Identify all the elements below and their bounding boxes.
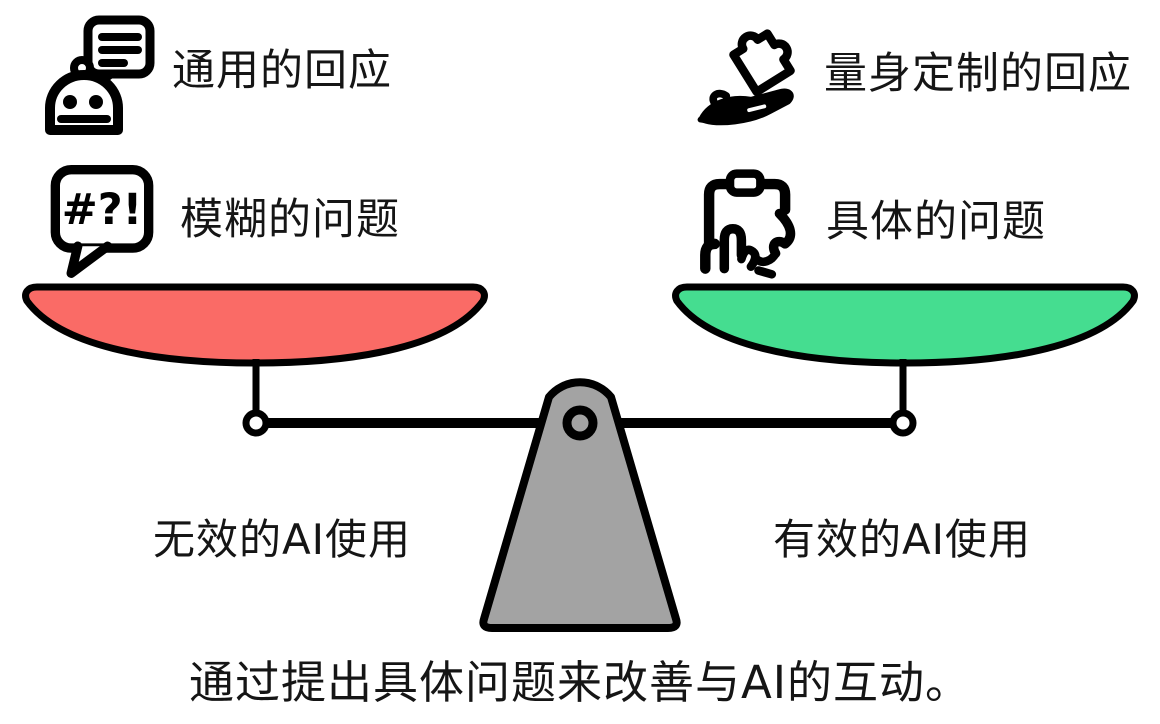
hand-puzzle-icon (697, 29, 795, 126)
right-hinge-ring (889, 409, 917, 437)
clipboard-hand-icon (700, 169, 796, 279)
feature-specific-questions: 具体的问题 (692, 164, 1046, 282)
fulcrum (479, 378, 681, 632)
right-pan-label: 有效的AI使用 (772, 515, 1032, 564)
left-pan-label: 无效的AI使用 (152, 515, 412, 564)
feature-generic-responses: 通用的回应 (36, 12, 392, 135)
left-scale-pan (22, 283, 488, 367)
confused-speech-bubble-icon: #?! (50, 164, 154, 278)
feature-label-tailored-responses: 量身定制的回应 (824, 49, 1132, 100)
left-hinge-ring (242, 409, 270, 437)
feature-vague-questions: #?! 模糊的问题 (46, 162, 400, 280)
feature-label-generic-responses: 通用的回应 (172, 46, 392, 97)
feature-label-vague-questions: 模糊的问题 (180, 195, 400, 246)
fulcrum-pivot (562, 405, 598, 441)
feature-label-specific-questions: 具体的问题 (826, 197, 1046, 248)
feature-tailored-responses: 量身定制的回应 (694, 16, 1132, 134)
right-scale-pan (672, 283, 1138, 367)
bubble-text: #?! (62, 185, 142, 235)
caption: 通过提出具体问题来改善与AI的互动。 (188, 656, 972, 709)
robot-chat-icon (45, 15, 155, 135)
balance-scale (22, 283, 1138, 632)
